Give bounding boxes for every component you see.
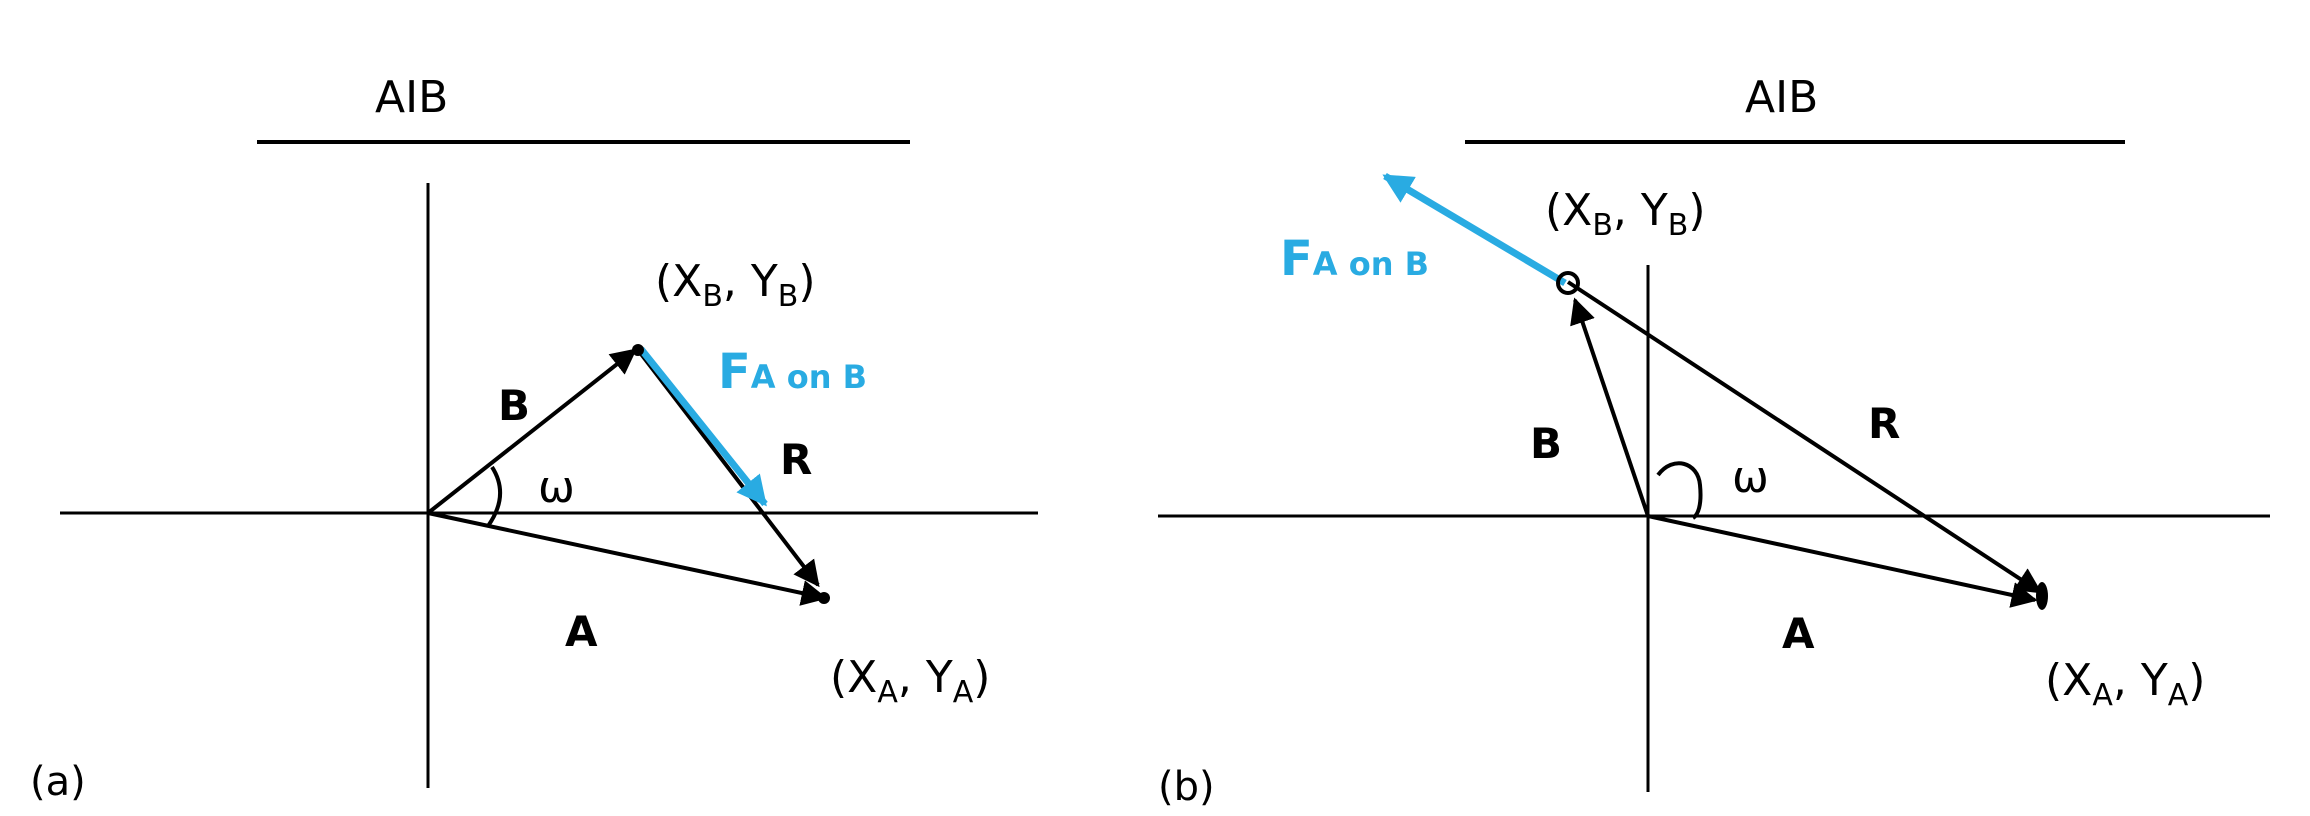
panel-a-vector-a-label: A: [565, 607, 598, 656]
panel-b-angle-arc: [1656, 461, 1703, 520]
panel-b-vector-a-label: A: [1782, 609, 1815, 658]
panel-b-point-b-dot: [1556, 271, 1580, 295]
panel-b-angle-label: ω: [1732, 452, 1769, 503]
panel-b: (b) AIB ω B A R FA on B (XB, YB) (XA, YA…: [1158, 72, 2270, 810]
panel-b-point-a-label: (XA, YA): [2045, 655, 2205, 713]
panel-a: (a) AIB ω B A R FA on B (XB, YB) (XA, YA…: [30, 72, 1038, 805]
panel-b-force-label: FA on B: [1280, 231, 1429, 287]
panel-b-vector-b: [1570, 297, 1650, 517]
panel-b-vector-a: [1647, 514, 2038, 608]
panel-b-force-arrow: [1382, 172, 1567, 287]
panel-b-label: (b): [1158, 764, 1215, 810]
panel-a-force-label: FA on B: [718, 344, 867, 400]
panel-a-vector-a: [427, 511, 828, 606]
panel-a-point-a-dot: [818, 592, 830, 604]
panel-b-vector-r-label: R: [1868, 399, 1900, 448]
panel-a-vector-b: [426, 348, 638, 515]
panel-a-vector-r: [636, 348, 820, 588]
panel-a-vector-r-label: R: [780, 435, 812, 484]
panel-a-point-a-label: (XA, YA): [830, 652, 990, 710]
panel-b-vector-r: [1566, 280, 2043, 594]
panel-a-point-b-label: (XB, YB): [655, 256, 816, 314]
panel-b-header: AIB: [1745, 72, 1818, 123]
panel-a-vector-b-label: B: [498, 381, 530, 430]
panel-b-point-b-label: (XB, YB): [1545, 185, 1706, 243]
panel-a-angle-arc: [486, 465, 503, 528]
panel-b-vector-b-label: B: [1530, 419, 1562, 468]
panel-a-header: AIB: [375, 72, 448, 123]
panel-b-point-a-dot: [2036, 582, 2048, 610]
panel-a-label: (a): [30, 759, 86, 805]
panel-a-angle-label: ω: [538, 462, 575, 513]
panel-a-point-b-dot: [632, 344, 644, 356]
panel-a-force-arrow: [638, 346, 768, 507]
